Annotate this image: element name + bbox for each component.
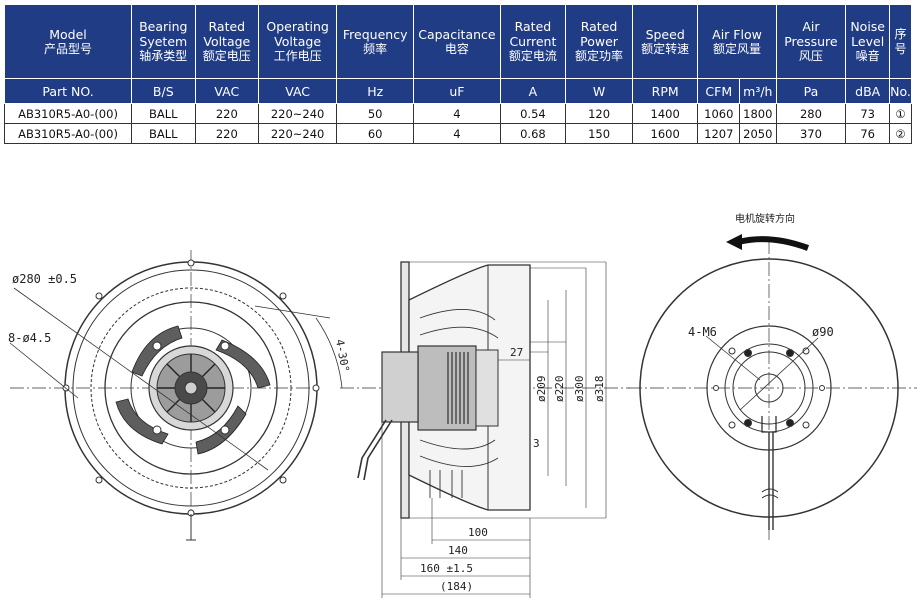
table-cell: 220 <box>194 123 260 144</box>
unit-cell: CFM <box>697 78 741 104</box>
table-cell: 76 <box>845 123 891 144</box>
rear-view <box>628 234 917 540</box>
side-dim100: 100 <box>468 526 488 539</box>
unit-cell: dBA <box>845 78 891 104</box>
unit-cell: uF <box>413 78 501 104</box>
front-view <box>9 250 343 541</box>
table-cell: 150 <box>565 123 633 144</box>
unit-cell: Pa <box>775 78 847 104</box>
table-cell: 0.68 <box>499 123 567 144</box>
side-dim184: (184) <box>440 580 473 593</box>
rear-rotation-label: 电机旋转方向 <box>735 212 795 225</box>
unit-cell: B/S <box>131 78 196 104</box>
unit-cell: No. <box>889 78 912 104</box>
table-cell: AB310R5-A0-(00) <box>3 123 133 144</box>
table-cell: 220 <box>194 103 260 124</box>
front-dia-label: ø280 ±0.5 <box>12 272 77 286</box>
side-d209: ø209 <box>535 376 548 403</box>
unit-cell: A <box>499 78 567 104</box>
table-cell: 4 <box>413 123 501 144</box>
table-cell: 0.54 <box>499 103 567 124</box>
table-cell: 1600 <box>631 123 699 144</box>
unit-cell: VAC <box>194 78 260 104</box>
table-cell: 280 <box>775 103 847 124</box>
rear-d90: ø90 <box>812 325 834 339</box>
unit-cell: RPM <box>631 78 699 104</box>
table-cell: 60 <box>336 123 415 144</box>
table-cell: AB310R5-A0-(00) <box>3 103 133 124</box>
table-cell: ① <box>889 103 912 124</box>
col-serial: 序号 <box>889 4 912 79</box>
fan-drawing: ø280 ±0.5 8-ø4.5 4-30° <box>8 212 917 598</box>
unit-cell: VAC <box>258 78 338 104</box>
table-cell: 1800 <box>739 103 777 124</box>
table-cell: 1207 <box>697 123 741 144</box>
side-dim3: 3 <box>533 437 540 450</box>
side-dim27: 27 <box>510 346 523 359</box>
side-dim160: 160 ±1.5 <box>420 562 473 575</box>
table-cell: 1400 <box>631 103 699 124</box>
table-cell: 50 <box>336 103 415 124</box>
unit-cell: Hz <box>336 78 415 104</box>
side-view <box>340 261 630 598</box>
table-cell: 370 <box>775 123 847 144</box>
side-dim140: 140 <box>448 544 468 557</box>
table-cell: 220~240 <box>258 123 338 144</box>
front-angle-label: 4-30° <box>333 338 352 373</box>
table-cell: BALL <box>131 123 196 144</box>
table-cell: 4 <box>413 103 501 124</box>
unit-cell: W <box>565 78 633 104</box>
table-cell: ② <box>889 123 912 144</box>
table-cell: 120 <box>565 103 633 124</box>
side-d220: ø220 <box>553 376 566 403</box>
unit-cell: Part NO. <box>3 78 133 104</box>
table-cell: 1060 <box>697 103 741 124</box>
table-cell: 2050 <box>739 123 777 144</box>
table-cell: BALL <box>131 103 196 124</box>
rear-screws-label: 4-M6 <box>688 325 717 339</box>
table-cell: 220~240 <box>258 103 338 124</box>
table-cell: 73 <box>845 103 891 124</box>
unit-cell: m³/h <box>739 78 777 104</box>
side-d300: ø300 <box>573 376 586 403</box>
side-d318: ø318 <box>593 376 606 403</box>
front-holes-label: 8-ø4.5 <box>8 331 51 345</box>
